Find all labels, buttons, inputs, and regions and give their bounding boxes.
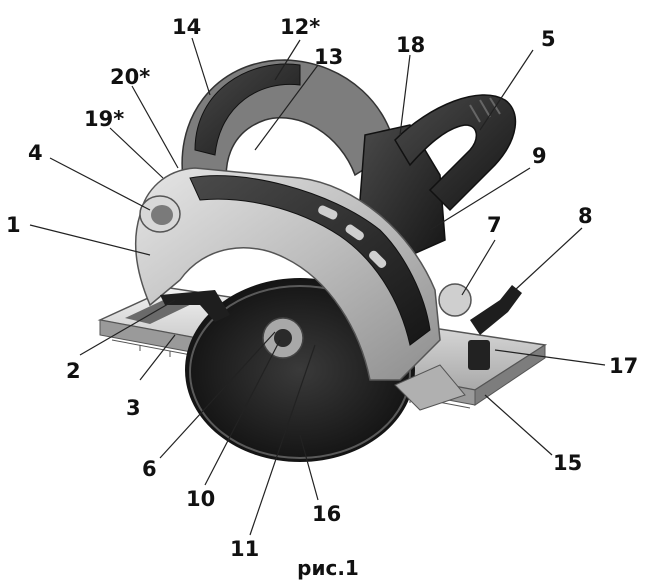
- blade-edge-highlight: [189, 285, 411, 459]
- callout-17: 17: [609, 354, 638, 378]
- saw-illustration: [97, 59, 548, 462]
- callout-19: 19*: [84, 107, 124, 131]
- callout-16: 16: [312, 502, 341, 526]
- callout-13: 13: [314, 45, 343, 69]
- callout-5: 5: [541, 27, 556, 51]
- rear-handle: [394, 94, 517, 212]
- grip-slots: [318, 205, 387, 268]
- callout-14: 14: [172, 15, 201, 39]
- callout-15: 15: [553, 451, 582, 475]
- depth-lever: [160, 290, 230, 322]
- rip-fence-knob: [468, 340, 490, 370]
- bevel-scale: [438, 283, 472, 317]
- callout-1: 1: [6, 213, 21, 237]
- dust-port-inner: [151, 205, 173, 225]
- figure-caption: рис.1: [297, 556, 359, 580]
- guard-handle: [194, 63, 301, 156]
- callout-7: 7: [487, 213, 502, 237]
- lower-guard-bracket: [394, 364, 466, 411]
- arbor-bolt: [274, 329, 292, 347]
- callout-12: 12*: [280, 15, 320, 39]
- callout-labels: 1 2 3 4 5 6 7 8 9 10 11 12* 13 14 15 16 …: [6, 15, 638, 561]
- callout-8: 8: [578, 204, 593, 228]
- callout-3: 3: [126, 396, 141, 420]
- callout-9: 9: [532, 144, 547, 168]
- callout-10: 10: [186, 487, 215, 511]
- callout-2: 2: [66, 359, 81, 383]
- handle-grip-ribs: [469, 97, 501, 123]
- callout-20: 20*: [110, 65, 150, 89]
- bevel-lever: [470, 285, 522, 335]
- callout-4: 4: [28, 141, 43, 165]
- leader-lines: [29, 37, 606, 536]
- callout-11: 11: [230, 537, 259, 561]
- callout-6: 6: [142, 457, 157, 481]
- base-plate-side-edge: [474, 344, 546, 406]
- callout-18: 18: [396, 33, 425, 57]
